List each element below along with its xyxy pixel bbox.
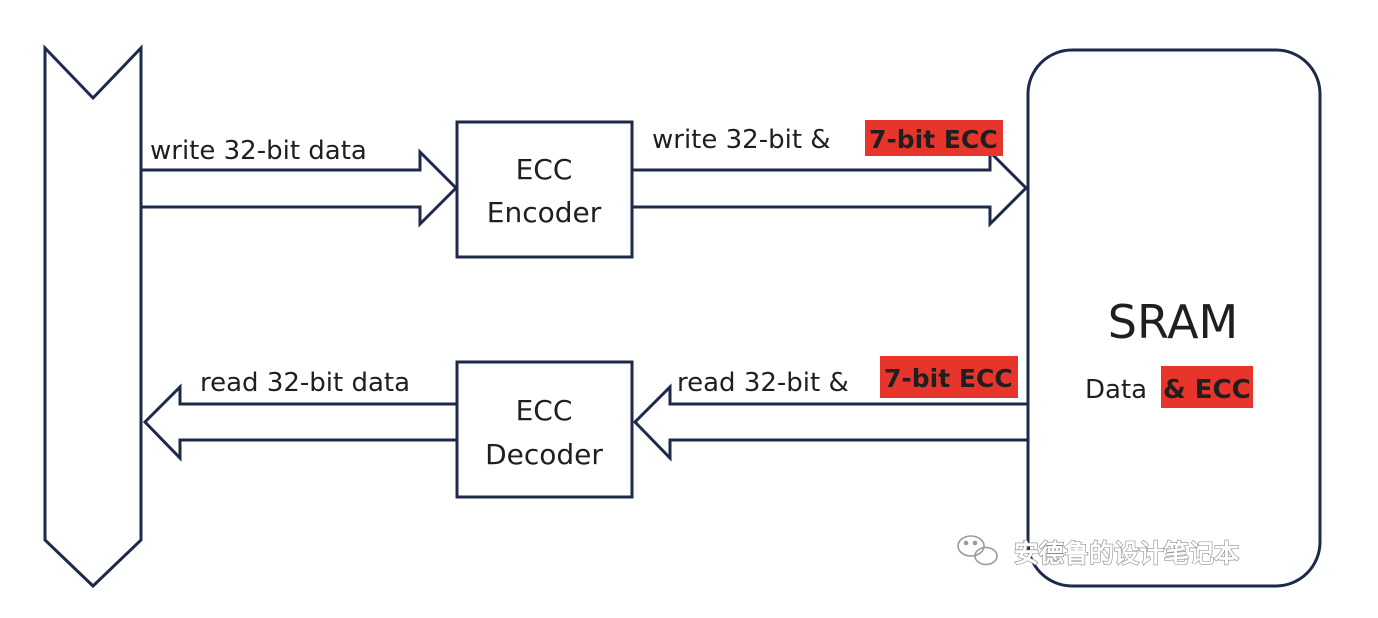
read-input-arrow — [632, 383, 1028, 462]
sram-title: SRAM — [1108, 295, 1238, 349]
sram-subtitle: Data — [1085, 375, 1147, 405]
encoder-subtitle: Encoder — [487, 196, 602, 229]
decoder-title: ECC — [516, 394, 573, 427]
write-output-arrow — [633, 148, 1029, 228]
read-output-label: read 32-bit data — [200, 368, 410, 398]
write-input-label: write 32-bit data — [150, 136, 367, 166]
system-bus — [43, 44, 143, 589]
sram-ecc-highlight — [1161, 366, 1253, 408]
write-output-label: write 32-bit & — [652, 125, 831, 155]
write-ecc-label: 7-bit ECC — [869, 125, 998, 154]
encoder-title: ECC — [516, 153, 573, 186]
ecc-encoder-box — [455, 120, 634, 259]
read-input-label: read 32-bit & — [677, 368, 849, 398]
sram-ecc-label: & ECC — [1163, 375, 1251, 405]
ecc-decoder-box — [455, 360, 634, 499]
read-output-arrow — [142, 383, 457, 462]
sram-block — [1026, 48, 1322, 588]
read-ecc-highlight — [880, 356, 1018, 398]
watermark-text: 安德鲁的设计笔记本 — [1014, 539, 1239, 568]
wechat-icon — [957, 535, 998, 566]
decoder-subtitle: Decoder — [485, 438, 603, 471]
write-ecc-highlight — [865, 120, 1003, 156]
read-ecc-label: 7-bit ECC — [884, 364, 1013, 393]
